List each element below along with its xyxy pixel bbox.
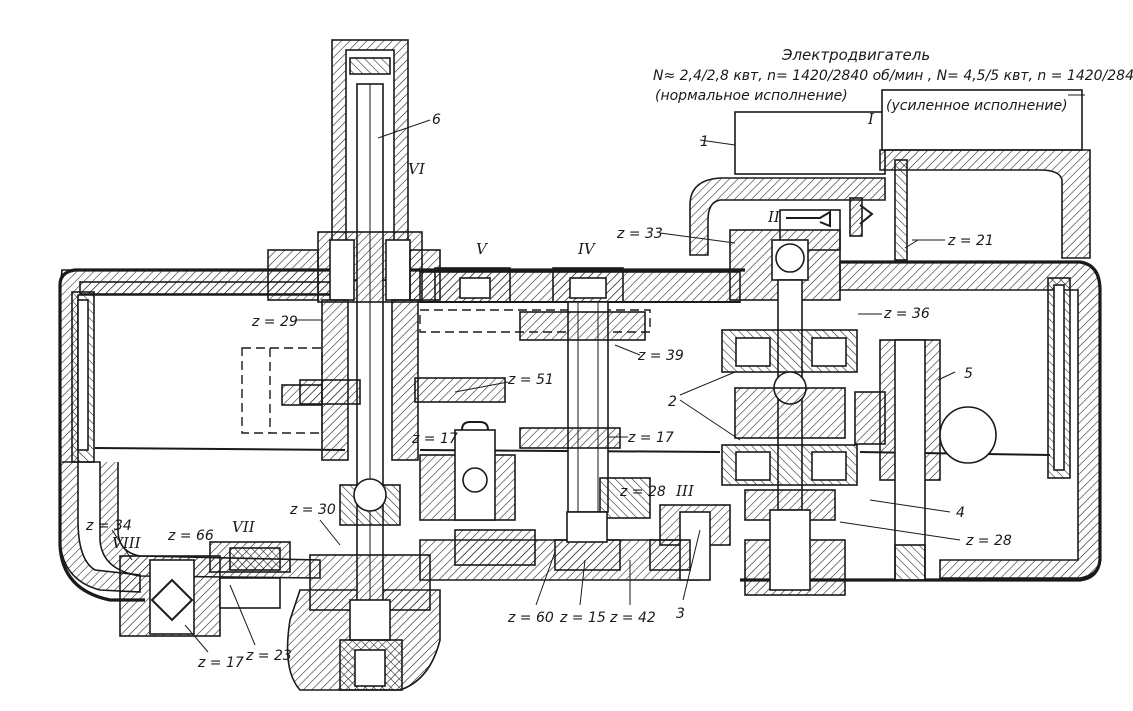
gear-z36-label: z = 36: [883, 306, 930, 322]
shaft-label-I: I: [867, 110, 875, 128]
reference-gear: [241, 347, 323, 434]
shaft-label-VI: VI: [408, 160, 426, 178]
gear-z15-label: z = 15: [559, 610, 606, 626]
motor-normal-version: (нормальное исполнение): [655, 88, 848, 104]
shaft-label-VIII: VIII: [112, 534, 142, 552]
gear-z23-label: z = 23: [245, 648, 292, 664]
gear-z17-label-c: z = 17: [197, 655, 244, 671]
motor-spec: N≈ 2,4/2,8 квт, n= 1420/2840 об/мин , N=…: [653, 68, 1133, 84]
shaft-label-II: II: [767, 208, 781, 226]
part-label-3: 3: [676, 606, 685, 622]
gear-z33-label: z = 33: [616, 226, 663, 242]
gear-z34-label: z = 34: [85, 518, 132, 534]
shaft-label-V: V: [476, 240, 489, 258]
motor-title: Электродвигатель: [781, 46, 930, 64]
gear-z30-label: z = 30: [289, 502, 336, 518]
lower-gear-train: [119, 541, 291, 637]
shaft-IV: [519, 267, 651, 571]
shaft-5: [854, 339, 997, 581]
shaft-II: [721, 229, 858, 596]
gear-z60-label: z = 60: [507, 610, 554, 626]
gear-z17-label-a: z = 17: [411, 431, 458, 447]
motor-reinforced-version: (усиленное исполнение): [886, 98, 1068, 114]
shaft-label-III: III: [675, 482, 695, 500]
shaft-label-IV: IV: [577, 240, 597, 258]
gear-z28-label-a: z = 28: [619, 484, 666, 500]
shaft-VI: [267, 39, 441, 691]
gear-z66-label: z = 66: [167, 528, 214, 544]
part-label-1: 1: [700, 134, 709, 150]
gear-z39-label: z = 39: [637, 348, 684, 364]
gear-z28-label-b: z = 28: [965, 533, 1012, 549]
shaft-label-VII: VII: [232, 518, 256, 536]
gear-z29-label: z = 29: [251, 314, 298, 330]
gear-z42-label: z = 42: [609, 610, 656, 626]
gear-z21-label: z = 21: [947, 233, 994, 249]
part-label-6: 6: [432, 112, 441, 128]
leader-lines: [111, 94, 1085, 653]
gear-z51-label: z = 51: [507, 372, 554, 388]
part-label-4: 4: [956, 505, 965, 521]
shaft-III: [649, 504, 731, 581]
part-label-2: 2: [668, 394, 677, 410]
gear-z17-label-b: z = 17: [627, 430, 674, 446]
shaft-V: [414, 267, 651, 566]
part-label-5: 5: [964, 366, 973, 382]
